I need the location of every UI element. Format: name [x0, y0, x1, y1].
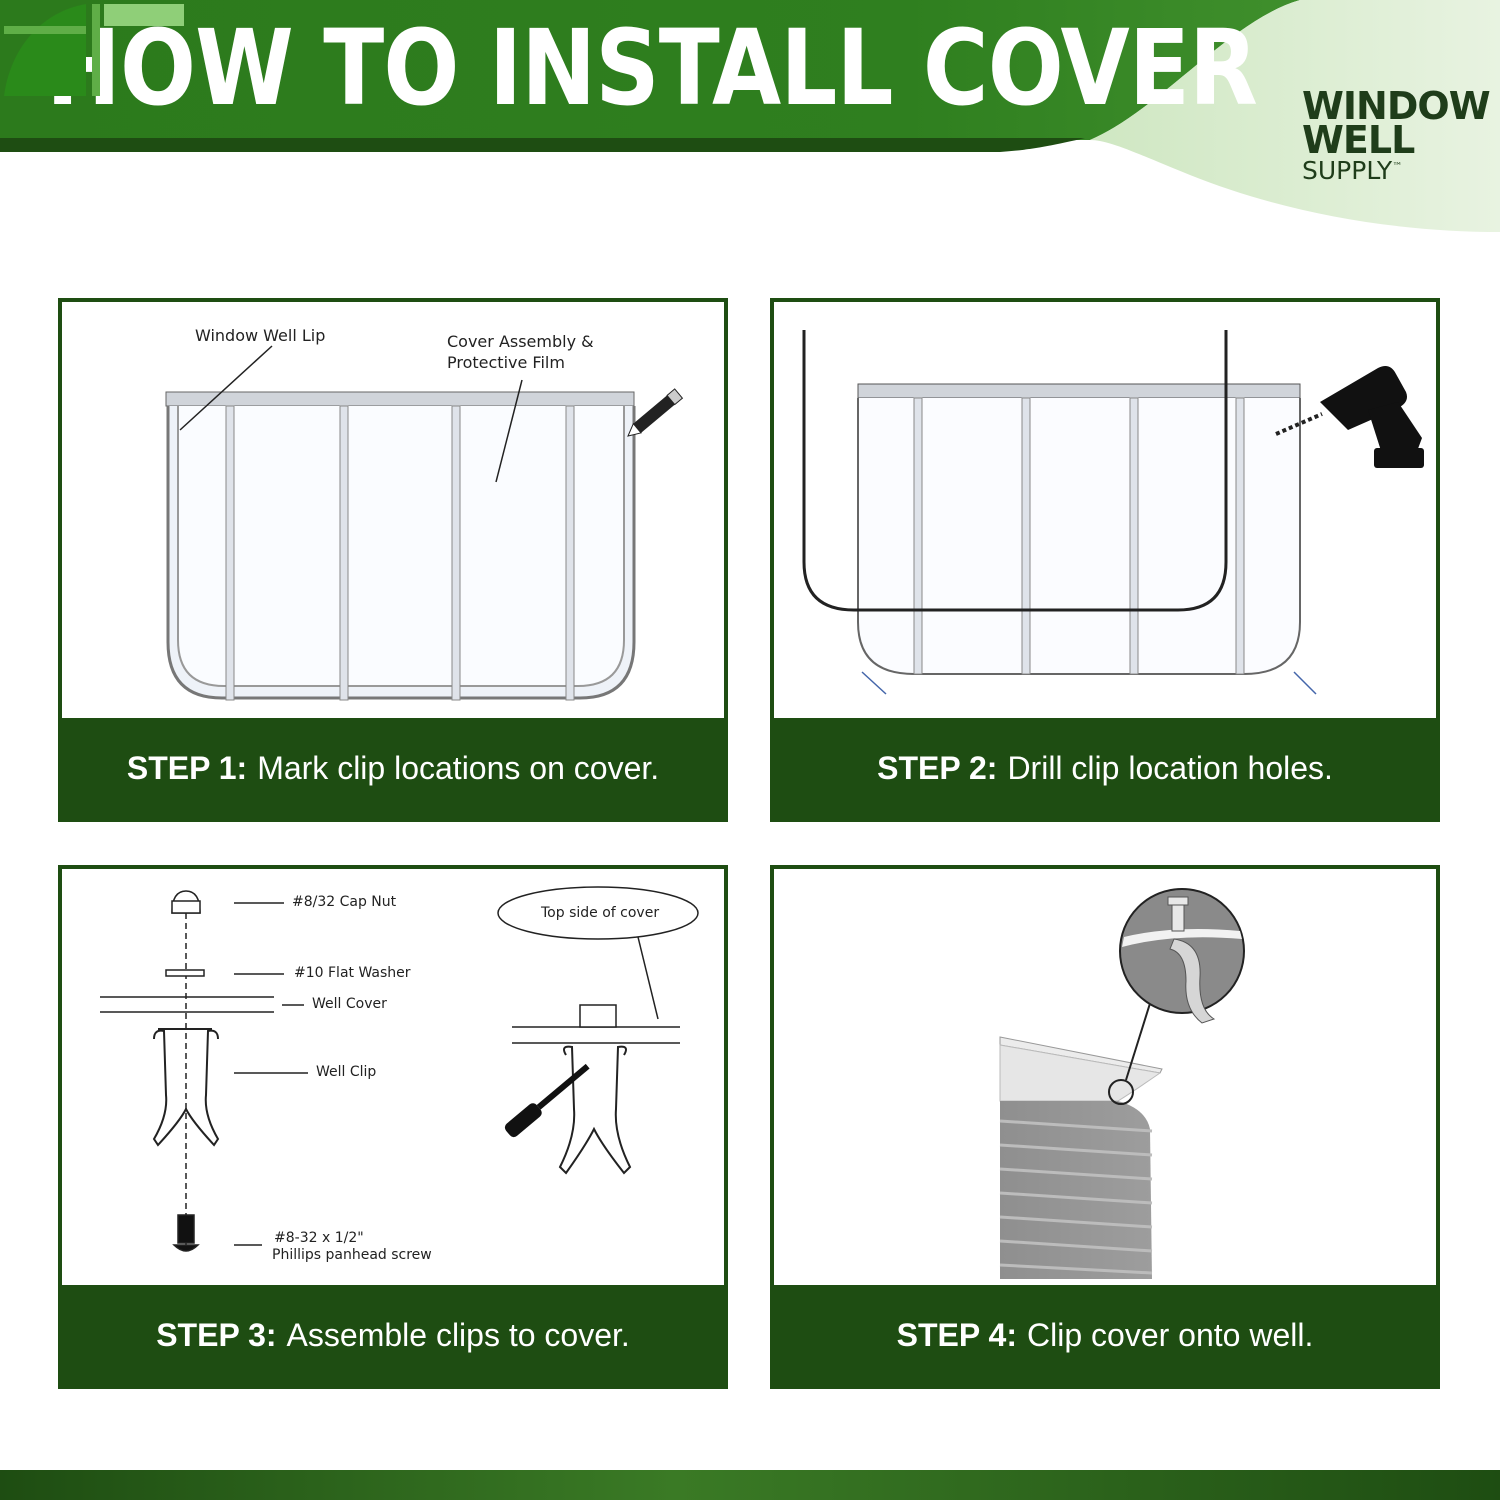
step-1-illustration [165, 345, 684, 701]
step-2-card: STEP 2: Drill clip location holes. [770, 298, 1440, 822]
step-3-caption: STEP 3: Assemble clips to cover. [62, 1285, 724, 1385]
label-window-well-lip: Window Well Lip [195, 326, 326, 345]
step-1-card: Window Well Lip Cover Assembly & Protect… [58, 298, 728, 822]
header-background [0, 0, 1500, 240]
step-3-illustration [100, 886, 699, 1252]
screwdriver-icon [504, 1063, 590, 1138]
step-2-caption: STEP 2: Drill clip location holes. [774, 718, 1436, 818]
label-well-cover: Well Cover [312, 996, 387, 1012]
step-3-card: #8/32 Cap Nut #10 Flat Washer Well Cover… [58, 865, 728, 1389]
step-4-illustration [999, 888, 1245, 1279]
logo-line-window: WINDOW [1302, 84, 1491, 128]
step-3-text: Assemble clips to cover. [286, 1316, 630, 1353]
label-cap-nut: #8/32 Cap Nut [292, 894, 397, 910]
window-well-supply-logo [4, 4, 184, 96]
label-cover-assembly: Cover Assembly & [447, 332, 594, 351]
label-screw-size: #8-32 x 1/2" [274, 1230, 364, 1246]
pencil-icon [627, 388, 684, 437]
step-4-card: STEP 4: Clip cover onto well. [770, 865, 1440, 1389]
step-4-label: STEP 4: [896, 1316, 1017, 1353]
step-2-illustration [802, 330, 1424, 695]
page-title: HOW TO INSTALL COVER [46, 7, 1258, 129]
label-top-side-of-cover: Top side of cover [541, 905, 660, 921]
step-2-label: STEP 2: [877, 749, 998, 786]
step-4-caption: STEP 4: Clip cover onto well. [774, 1285, 1436, 1385]
label-screw-type: Phillips panhead screw [272, 1247, 432, 1263]
step-3-label: STEP 3: [156, 1316, 277, 1353]
step-2-text: Drill clip location holes. [1007, 749, 1333, 786]
logo-line-supply: SUPPLY™ [1302, 156, 1403, 185]
step-1-caption: STEP 1: Mark clip locations on cover. [62, 718, 724, 818]
label-well-clip: Well Clip [316, 1064, 377, 1080]
step-1-label: STEP 1: [126, 749, 248, 786]
step-1-text: Mark clip locations on cover. [257, 749, 660, 786]
step-4-text: Clip cover onto well. [1027, 1316, 1314, 1353]
header-banner: HOW TO INSTALL COVER WINDOW WELL SUPPLY™ [0, 0, 1500, 240]
drill-icon [1275, 366, 1424, 468]
label-flat-washer: #10 Flat Washer [294, 965, 411, 981]
logo-line-well: WELL [1302, 118, 1415, 162]
footer-bar [0, 1470, 1500, 1500]
label-protective-film: Protective Film [447, 353, 565, 372]
